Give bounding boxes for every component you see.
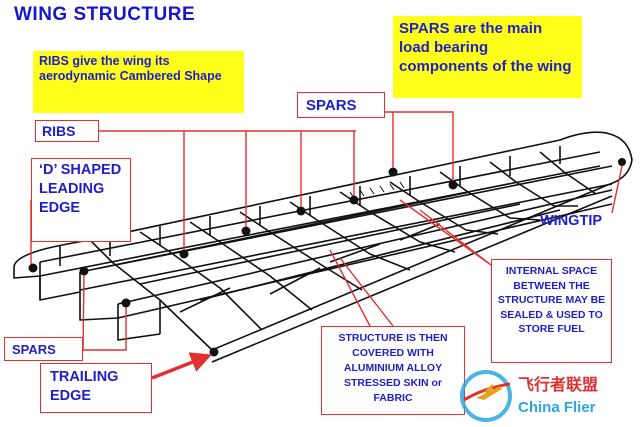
ribs-note: RIBS give the wing its aerodynamic Cambe… [33, 51, 244, 113]
spars-note: SPARS are the main load bearing componen… [393, 16, 582, 98]
spar-root-stub-1 [39, 262, 81, 301]
trailing-edge-outline [211, 183, 611, 351]
covered-skin-label: STRUCTURE IS THEN COVERED WITH ALUMINIUM… [321, 326, 465, 415]
front-spar-lower [39, 165, 601, 277]
plane-logo-icon [460, 370, 512, 422]
wingtip-label: WINGTIP [540, 213, 603, 229]
dot-rib-1 [179, 249, 189, 259]
dot-rib-3 [296, 206, 306, 216]
spar-root-stub-3 [117, 304, 161, 341]
trailing-edge-label: TRAILING EDGE [40, 363, 152, 413]
spar-root-stub-2 [79, 272, 119, 321]
watermark-en: China Flier [518, 399, 596, 416]
internal-leader [399, 199, 492, 266]
spars-label-top: SPARS [297, 92, 385, 118]
ribs-leader [99, 130, 356, 250]
spars-bottom-leader [82, 274, 127, 351]
main-spar-lower [79, 183, 613, 291]
trailing-edge-lower [211, 195, 613, 363]
nose-ribs [59, 146, 561, 266]
wing-drawing [13, 131, 633, 363]
brace-2 [269, 267, 321, 295]
d-shaped-leading-edge-label: ‘D’ SHAPED LEADING EDGE [31, 158, 131, 242]
diagram-title: WING STRUCTURE [14, 4, 196, 25]
trailing-edge-arrow [151, 352, 212, 380]
rib-2 [139, 231, 263, 331]
dot-spar-top-1 [388, 167, 398, 177]
wingtip-leader [611, 165, 623, 214]
dot-rib-2 [241, 226, 251, 236]
rear-spar [117, 189, 613, 305]
ribs-label: RIBS [35, 120, 99, 142]
stringer-1 [99, 191, 471, 269]
rear-spar-lower [117, 203, 613, 319]
stringer-2 [139, 203, 521, 285]
pointer-dots [28, 158, 626, 357]
rib-9 [489, 161, 578, 207]
dot-trailing [209, 347, 219, 357]
watermark-cn: 飞行者联盟 [518, 375, 598, 394]
leader-lines [30, 111, 623, 351]
spars-top-leader [385, 111, 454, 181]
spars-label-bottom: SPARS [4, 337, 83, 361]
brace-3 [329, 243, 381, 263]
rib-8 [439, 171, 541, 221]
dot-rib-4 [349, 195, 359, 205]
d-box-hatch [349, 181, 405, 199]
leading-edge-outline [13, 131, 633, 267]
wingtip-outline [609, 159, 633, 185]
rib-4 [239, 211, 363, 291]
dot-leading-edge [28, 263, 38, 273]
covered-leader [329, 249, 394, 327]
rib-10 [539, 151, 597, 195]
front-spar [39, 151, 601, 263]
dot-wingtip [618, 158, 626, 166]
dot-spar-top-2 [448, 180, 458, 190]
dot-spar-front [79, 266, 89, 276]
dot-spar-rear [121, 298, 131, 308]
brace-4 [399, 223, 441, 241]
rib-7 [389, 181, 499, 235]
internal-space-label: INTERNAL SPACE BETWEEN THE STRUCTURE MAY… [491, 259, 612, 363]
stringer-3 [199, 209, 561, 301]
china-flier-watermark: 飞行者联盟 China Flier [460, 370, 598, 422]
rib-1 [89, 239, 213, 351]
brace-1 [179, 287, 231, 313]
rib-3 [189, 221, 313, 311]
